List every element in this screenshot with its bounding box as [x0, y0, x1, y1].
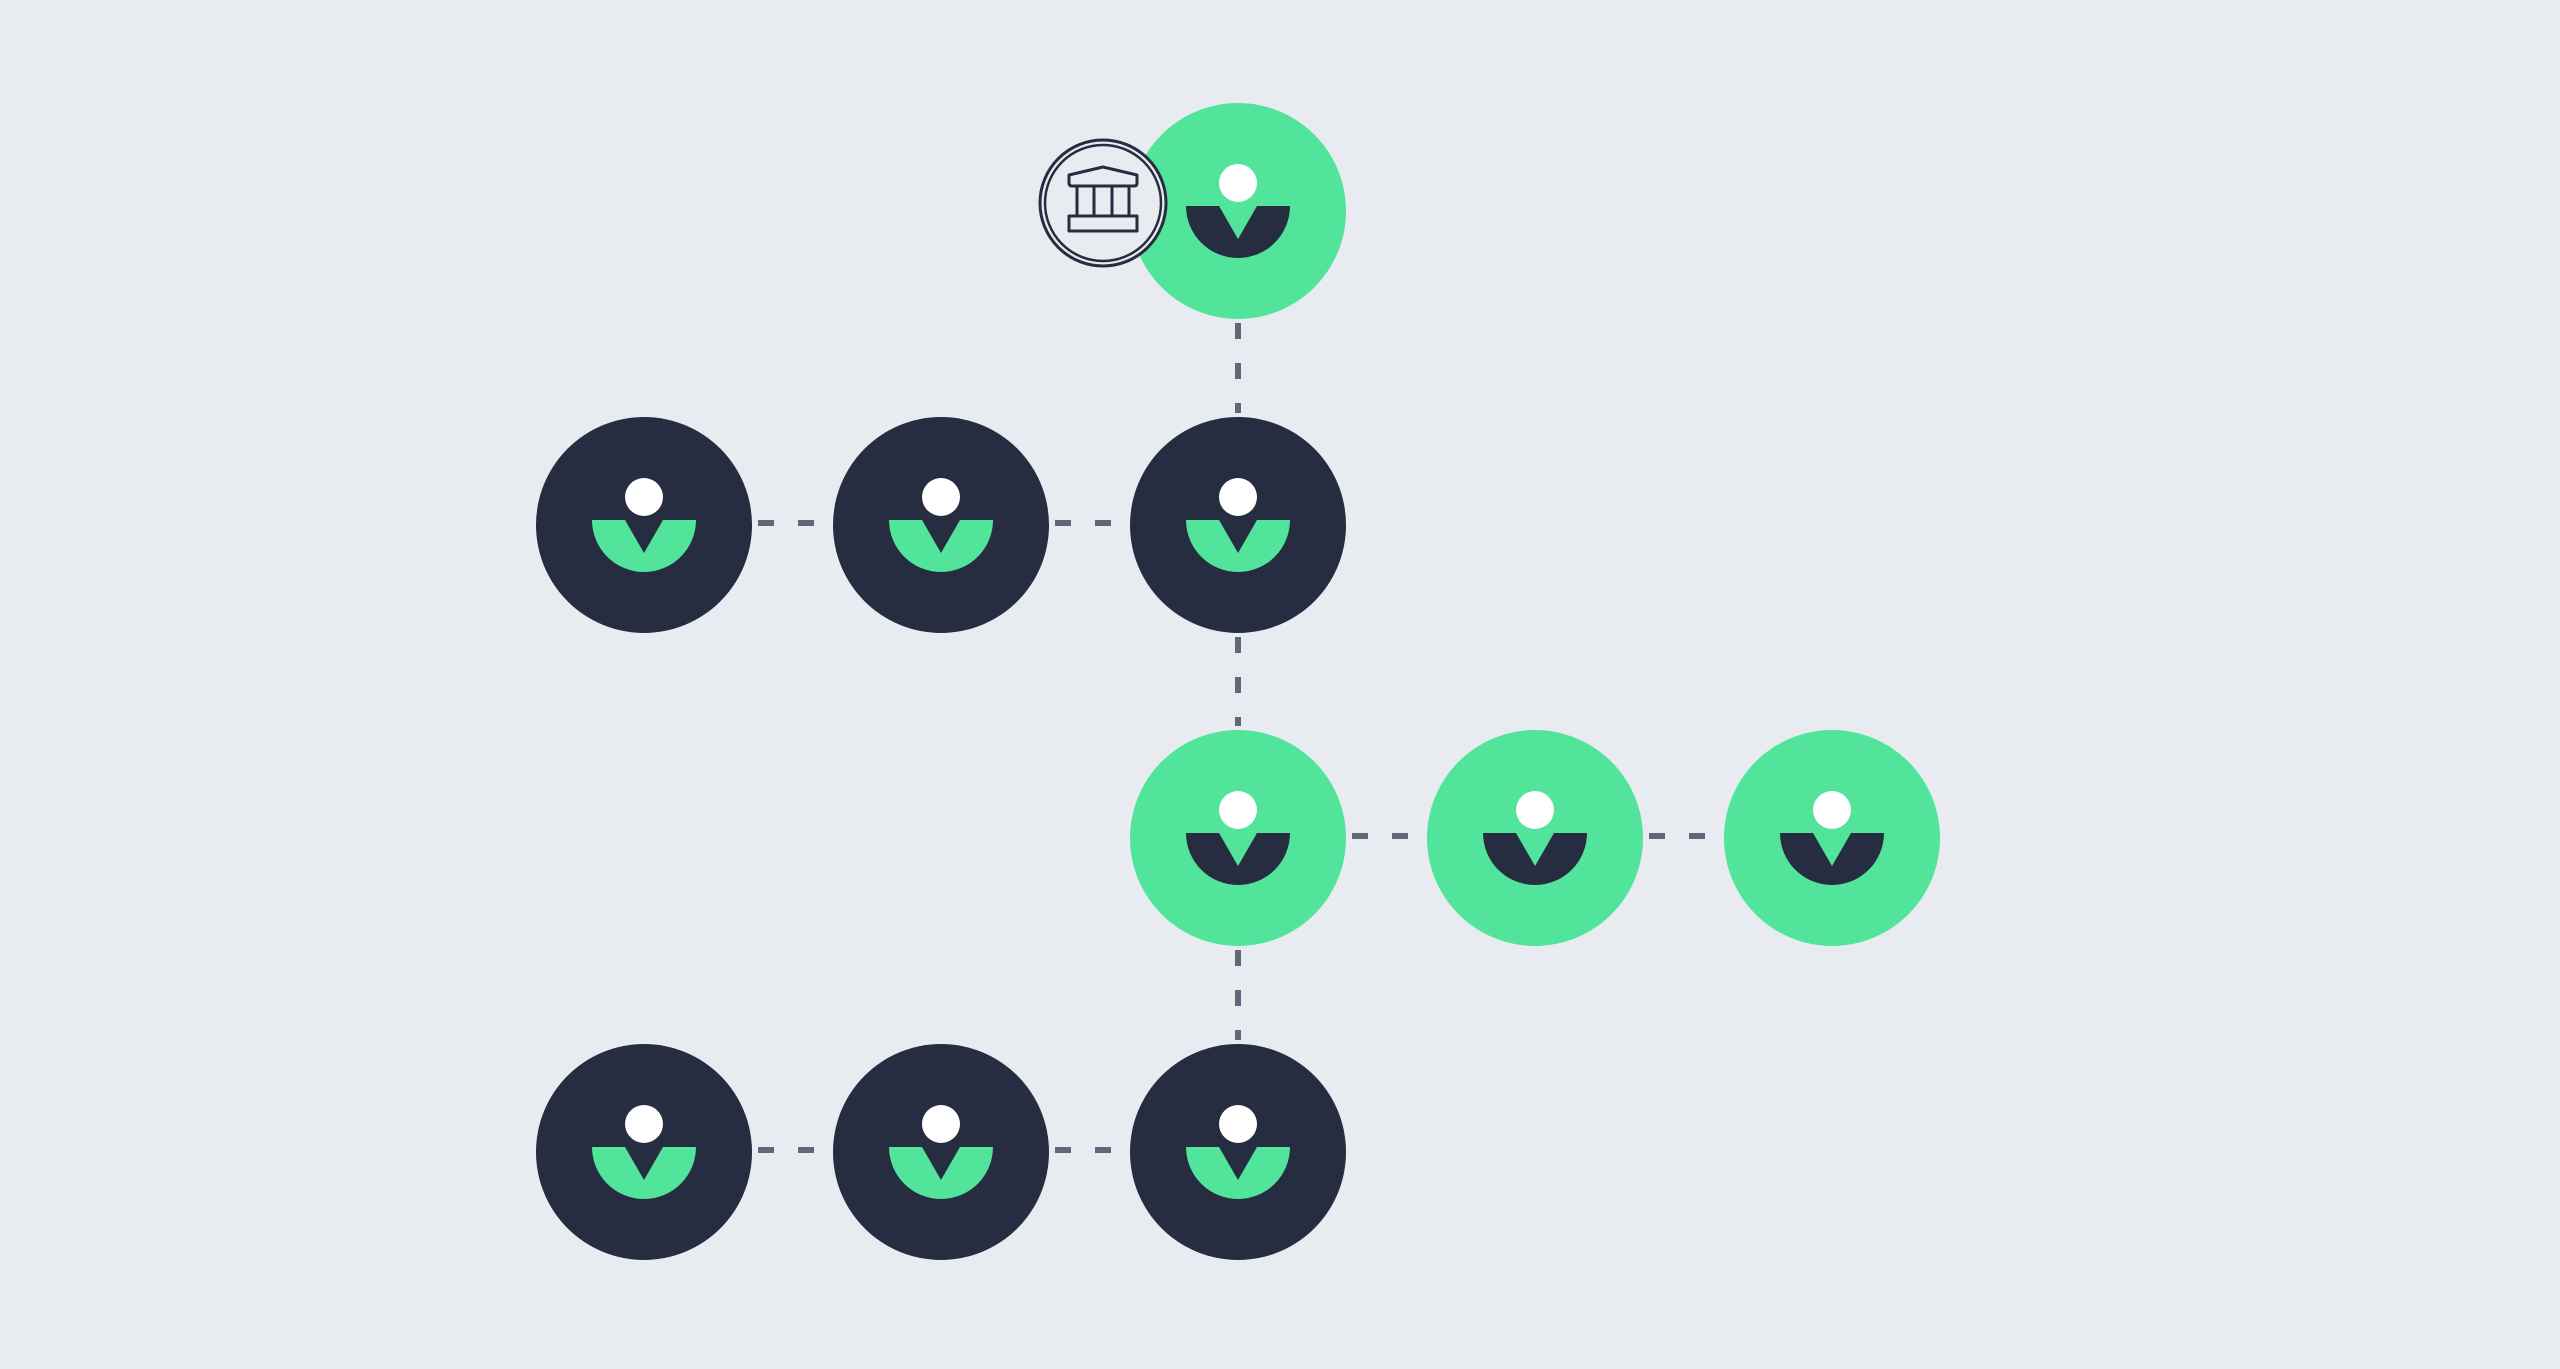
bank-roof	[1067, 165, 1139, 188]
person-head	[1219, 1105, 1257, 1143]
person-head	[922, 478, 960, 516]
person-icon	[1186, 164, 1290, 258]
person-head	[1219, 478, 1257, 516]
person-node-r3c0[interactable]	[536, 1044, 752, 1260]
connectors-layer	[758, 323, 1718, 1153]
person-body	[889, 520, 993, 572]
person-head	[1516, 791, 1554, 829]
node-circle	[833, 1044, 1049, 1260]
person-node-r2c2[interactable]	[1130, 730, 1346, 946]
person-node-r1c0[interactable]	[536, 417, 752, 633]
person-icon	[1186, 791, 1290, 885]
person-node-top[interactable]	[1130, 103, 1346, 319]
person-head	[625, 478, 663, 516]
person-body	[1186, 520, 1290, 572]
person-node-r3c2[interactable]	[1130, 1044, 1346, 1260]
person-node-r1c1[interactable]	[833, 417, 1049, 633]
node-circle	[833, 417, 1049, 633]
person-body	[1186, 833, 1290, 885]
person-body	[592, 520, 696, 572]
person-head	[625, 1105, 663, 1143]
badges-layer	[1038, 138, 1168, 268]
person-body	[1780, 833, 1884, 885]
person-body	[1186, 1147, 1290, 1199]
node-circle	[1130, 730, 1346, 946]
person-node-r2c3[interactable]	[1427, 730, 1643, 946]
person-icon	[592, 478, 696, 572]
person-icon	[1186, 478, 1290, 572]
person-node-r3c1[interactable]	[833, 1044, 1049, 1260]
person-icon	[889, 1105, 993, 1199]
person-node-r2c4[interactable]	[1724, 730, 1940, 946]
person-node-r1c2[interactable]	[1130, 417, 1346, 633]
person-body	[889, 1147, 993, 1199]
person-body	[1483, 833, 1587, 885]
bank-icon	[1038, 138, 1168, 268]
bank-badge-inner-ring	[1043, 143, 1163, 263]
node-circle	[1724, 730, 1940, 946]
node-circle	[1427, 730, 1643, 946]
person-body	[1186, 206, 1290, 258]
node-circle	[536, 1044, 752, 1260]
person-icon	[592, 1105, 696, 1199]
node-circle	[1130, 417, 1346, 633]
node-circle	[1130, 1044, 1346, 1260]
bank-badge-outer-ring	[1038, 138, 1168, 268]
node-circle	[536, 417, 752, 633]
person-icon	[889, 478, 993, 572]
node-circle	[1130, 103, 1346, 319]
person-body	[592, 1147, 696, 1199]
person-icon	[1780, 791, 1884, 885]
person-icon	[1186, 1105, 1290, 1199]
person-head	[922, 1105, 960, 1143]
person-head	[1219, 164, 1257, 202]
person-head	[1813, 791, 1851, 829]
nodes-layer	[536, 103, 1940, 1260]
person-head	[1219, 791, 1257, 829]
person-icon	[1483, 791, 1587, 885]
